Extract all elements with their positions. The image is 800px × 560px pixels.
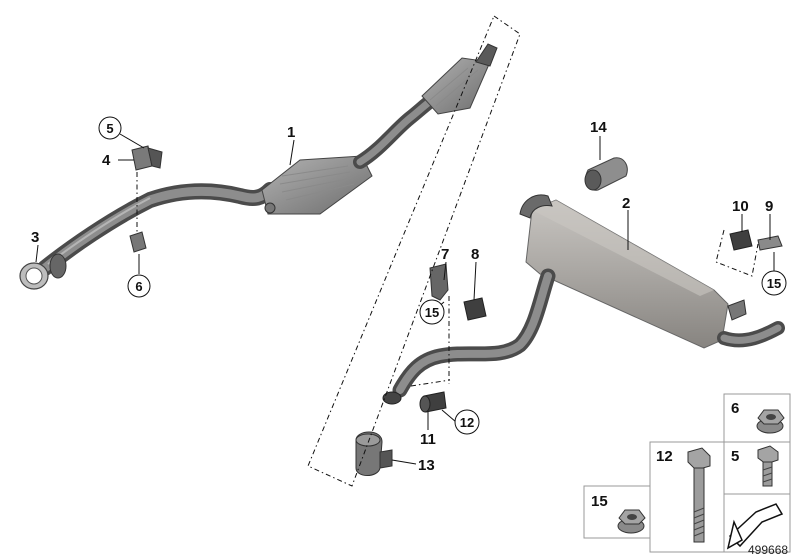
rubber-bushing [419,391,447,413]
callout-2: 2 [622,195,630,212]
hardware-table: 6 12 5 15 [583,393,791,553]
flange-nut-icon [756,409,785,434]
callout-1: 1 [287,124,295,141]
rubber-mount-7 [429,263,449,301]
pipe-clamp [355,431,393,476]
front-hanger-bracket [131,145,163,171]
diagram-reference-id: 499668 [748,543,788,557]
hardware-label-5: 5 [731,448,739,465]
callout-15b: 15 [767,276,781,291]
callout-15a: 15 [425,305,439,320]
nut-icon [617,509,646,534]
short-bolt-icon [757,445,779,487]
callout-5: 5 [106,121,113,136]
callout-3: 3 [31,229,39,246]
callout-6: 6 [135,279,142,294]
hardware-label-15: 15 [591,493,608,510]
leader-lines [35,133,775,465]
callout-12: 12 [460,415,474,430]
hardware-cell-12 [649,441,725,553]
callout-15a-ring [419,299,445,325]
bracket-9 [757,235,783,251]
callout-11: 11 [420,431,436,448]
pipe-bracket [129,231,147,253]
callout-9: 9 [765,198,773,215]
hardware-label-6: 6 [731,400,739,417]
callout-14: 14 [590,119,607,136]
tail-trim [584,157,628,191]
callout-6-ring [127,274,151,298]
hardware-cell-5 [723,441,791,495]
callout-15b-ring [761,270,787,296]
callout-13: 13 [418,457,435,474]
gasket-ring [19,262,49,290]
direction-arrow-icon [726,503,784,550]
callout-7: 7 [441,246,449,263]
assembly-frame-lines [136,15,759,487]
callout-4: 4 [102,152,111,169]
callout-5-ring [98,116,122,140]
callout-12-ring [454,409,480,435]
callout-8: 8 [471,246,479,263]
rubber-mount-8 [463,297,487,321]
rear-silencer-assembly [382,194,785,405]
callout-labels: 1 2 3 4 5 6 7 8 9 10 11 12 13 14 15 15 [31,116,787,474]
rubber-mount-10 [729,229,753,251]
front-pipe-assembly [37,43,498,279]
hardware-label-12: 12 [656,448,673,465]
long-bolt-icon [687,447,711,543]
callout-10: 10 [732,198,749,215]
